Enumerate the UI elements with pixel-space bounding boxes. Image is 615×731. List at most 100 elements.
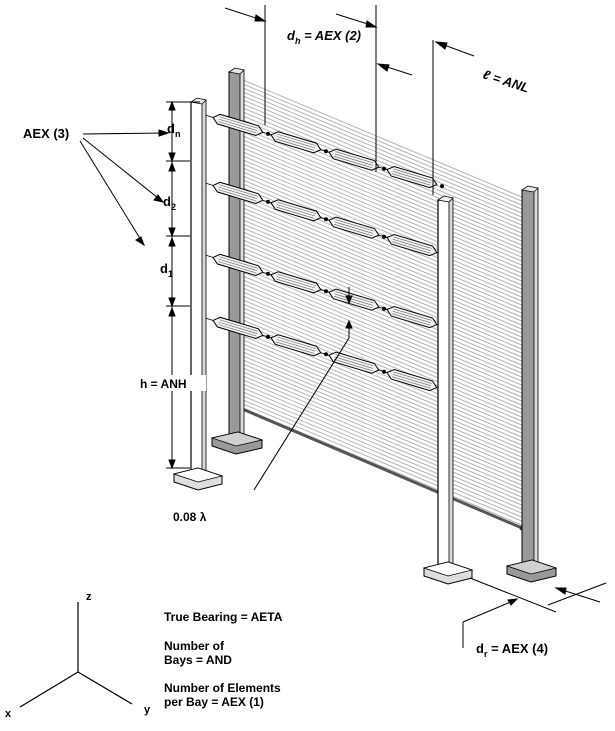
reflector-screen bbox=[242, 79, 525, 527]
dipole-element bbox=[212, 181, 264, 204]
dh-label: dh = AEX (2) bbox=[287, 28, 361, 46]
screen-wire bbox=[242, 347, 525, 467]
front-left-post bbox=[172, 97, 224, 491]
screen-wire bbox=[242, 351, 525, 471]
screen-wire bbox=[242, 307, 525, 427]
screen-wire bbox=[242, 163, 525, 283]
screen-wire bbox=[242, 343, 525, 463]
screen-wire bbox=[242, 279, 525, 399]
dipole-element bbox=[386, 306, 438, 329]
screen-wire bbox=[242, 95, 525, 215]
screen-wire bbox=[242, 355, 525, 475]
screen-wire bbox=[242, 91, 525, 211]
dipole-element bbox=[270, 199, 322, 222]
spacing-leader bbox=[253, 287, 353, 491]
screen-wire bbox=[242, 143, 525, 263]
screen-wire bbox=[242, 395, 525, 515]
screen-wire bbox=[242, 147, 525, 267]
screen-wire bbox=[242, 151, 525, 271]
axis-x-label: x bbox=[5, 708, 12, 720]
dh-dimension bbox=[224, 5, 378, 172]
screen-wire bbox=[242, 127, 525, 247]
elements-label-line2: per Bay = AEX (1) bbox=[164, 695, 264, 709]
aex3-label: AEX (3) bbox=[23, 126, 69, 141]
screen-wire bbox=[242, 215, 525, 335]
screen-wire bbox=[242, 383, 525, 503]
screen-wire bbox=[242, 291, 525, 411]
screen-wire bbox=[242, 223, 525, 343]
screen-wire bbox=[242, 387, 525, 507]
element-length-dimension bbox=[376, 40, 475, 195]
dipole-element bbox=[328, 288, 380, 311]
screen-wire bbox=[242, 243, 525, 363]
elements-label-line1: Number of Elements bbox=[164, 681, 281, 695]
screen-wire bbox=[242, 331, 525, 451]
screen-wire bbox=[242, 79, 525, 199]
bays-label-line1: Number of bbox=[164, 639, 225, 653]
screen-wire bbox=[242, 335, 525, 455]
screen-wire bbox=[242, 135, 525, 255]
bays-label-line2: Bays = AND bbox=[164, 653, 232, 667]
dipole-elements bbox=[204, 113, 444, 392]
screen-wire bbox=[242, 179, 525, 299]
dipole-element bbox=[386, 234, 438, 257]
screen-wire bbox=[242, 315, 525, 435]
dipole-element bbox=[212, 316, 264, 339]
screen-wire bbox=[242, 235, 525, 355]
bottom-support-wire bbox=[239, 406, 523, 530]
screen-wire bbox=[242, 171, 525, 291]
aex3-leader-arrows bbox=[79, 129, 170, 247]
screen-wire bbox=[242, 83, 525, 203]
screen-wire bbox=[242, 251, 525, 371]
screen-wire bbox=[242, 299, 525, 419]
vertical-dimension-chain bbox=[166, 100, 200, 470]
front-right-post bbox=[422, 195, 474, 585]
dipole-element bbox=[270, 131, 322, 154]
dipole-element bbox=[328, 216, 380, 239]
screen-wire bbox=[242, 303, 525, 423]
screen-wire bbox=[242, 399, 525, 519]
screen-wire bbox=[242, 159, 525, 279]
dipole-element bbox=[328, 148, 380, 171]
screen-wire bbox=[242, 403, 525, 523]
screen-wire bbox=[242, 391, 525, 511]
dipole-element bbox=[386, 166, 438, 189]
screen-wire bbox=[242, 99, 525, 219]
screen-wire bbox=[242, 87, 525, 207]
screen-wire bbox=[242, 283, 525, 403]
dr-dimension bbox=[462, 577, 607, 648]
screen-wire bbox=[242, 275, 525, 395]
dipole-element bbox=[270, 271, 322, 294]
dipole-element bbox=[212, 253, 264, 276]
screen-wire bbox=[242, 103, 525, 223]
d2-label: d2 bbox=[163, 194, 176, 212]
screen-wire bbox=[242, 199, 525, 319]
screen-wire bbox=[242, 375, 525, 495]
axis-y-label: y bbox=[144, 704, 151, 716]
screen-wire bbox=[242, 239, 525, 359]
dipole-element bbox=[386, 369, 438, 392]
d1-label: d1 bbox=[160, 261, 173, 279]
screen-wire bbox=[242, 371, 525, 491]
screen-wire bbox=[242, 339, 525, 459]
spacing-label: 0.08 λ bbox=[173, 510, 207, 524]
screen-wire bbox=[242, 267, 525, 387]
screen-wire bbox=[242, 195, 525, 315]
dr-label: dr = AEX (4) bbox=[476, 641, 548, 659]
screen-wire bbox=[242, 155, 525, 275]
dipole-element bbox=[212, 113, 264, 136]
screen-wire bbox=[242, 227, 525, 347]
screen-wire bbox=[242, 271, 525, 391]
screen-wire bbox=[242, 359, 525, 479]
screen-wire bbox=[242, 367, 525, 487]
screen-wire bbox=[242, 111, 525, 231]
back-right-post bbox=[505, 185, 558, 583]
screen-wire bbox=[242, 231, 525, 351]
screen-wire bbox=[242, 167, 525, 287]
axis-z-label: z bbox=[86, 591, 92, 603]
dipole-element bbox=[328, 351, 380, 374]
screen-wire bbox=[242, 131, 525, 251]
screen-wire bbox=[242, 211, 525, 331]
screen-wire bbox=[242, 203, 525, 323]
